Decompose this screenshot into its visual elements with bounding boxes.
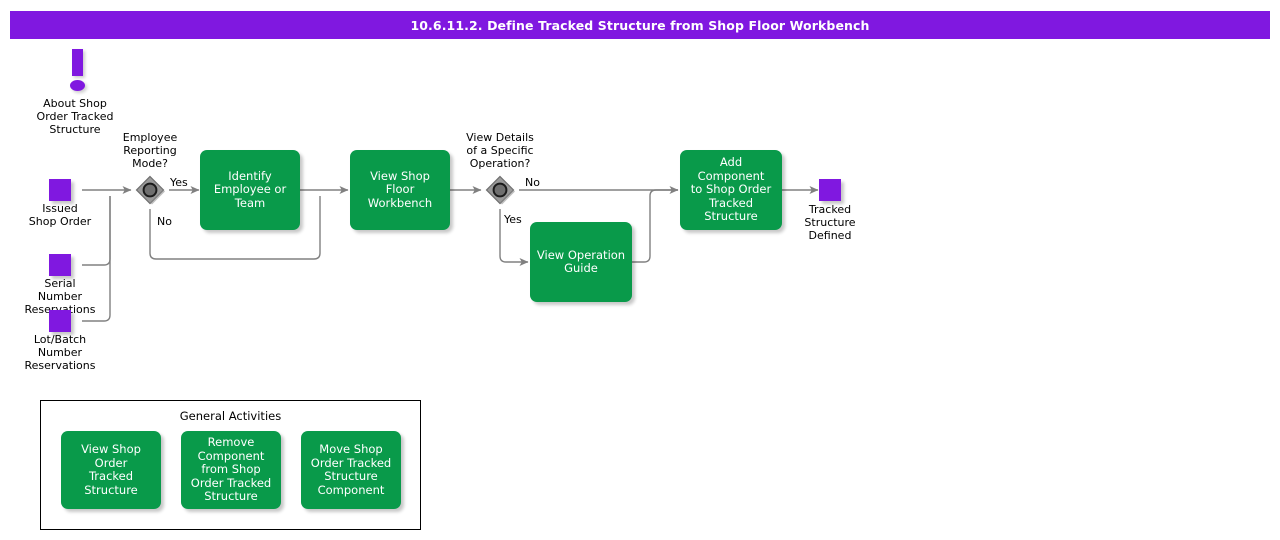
general-activity-view-shop-order-tracked-structure-label: View Shop Order Tracked Structure (81, 442, 141, 497)
activity-identify-employee-or-team-label: Identify Employee or Team (213, 168, 287, 210)
decision-view-details-of-a-specific-operation[interactable] (483, 173, 517, 207)
data-label-serial-number-reservations: Serial Number Reservations (0, 277, 120, 316)
page-title: 10.6.11.2. Define Tracked Structure from… (410, 17, 870, 33)
info-note-label-line1: About Shop (43, 97, 107, 110)
serial-number-reservations-line2: Number (37, 290, 83, 303)
lot-batch-number-reservations-line1: Lot/Batch (33, 333, 87, 346)
activity-view-shop-floor-workbench[interactable]: View Shop Floor Workbench (350, 150, 450, 230)
serial-number-reservations-line1: Serial (44, 277, 76, 290)
activity-identify-employee-or-team[interactable]: Identify Employee or Team (200, 150, 300, 230)
data-label-tracked-structure-defined: Tracked Structure Defined (770, 203, 890, 242)
activity-view-shop-floor-workbench-label: View Shop Floor Workbench (367, 168, 433, 210)
data-node-issued-shop-order[interactable] (49, 179, 71, 201)
tracked-structure-defined-line1: Tracked (808, 203, 852, 216)
employee-reporting-mode-line1: Employee (122, 131, 178, 144)
lot-batch-number-reservations-line2: Number (37, 346, 83, 359)
issued-shop-order-line2: Shop Order (28, 215, 92, 228)
view-details-line3: Operation? (469, 157, 531, 170)
general-activity-remove-component-label: Remove Component from Shop Order Tracked… (190, 435, 272, 504)
exclamation-dot (70, 80, 85, 91)
data-label-lot-batch-number-reservations: Lot/Batch Number Reservations (0, 333, 120, 372)
decision-label-view-details-of-a-specific-operation: View Details of a Specific Operation? (440, 131, 560, 170)
general-activities-title: General Activities (179, 409, 282, 423)
info-note-label-line2: Order Tracked (36, 110, 114, 123)
activity-add-component-to-shop-order-tracked-structure[interactable]: Add Component to Shop Order Tracked Stru… (680, 150, 782, 230)
general-activity-move-shop-order-tracked-structure-component[interactable]: Move Shop Order Tracked Structure Compon… (301, 431, 401, 509)
issued-shop-order-line1: Issued (42, 202, 78, 215)
data-node-serial-number-reservations[interactable] (49, 254, 71, 276)
general-activity-view-shop-order-tracked-structure[interactable]: View Shop Order Tracked Structure (61, 431, 161, 509)
info-note-label-line3: Structure (49, 123, 101, 136)
activity-add-component-label: Add Component to Shop Order Tracked Stru… (690, 155, 772, 224)
view-details-line2: of a Specific (466, 144, 534, 157)
data-label-issued-shop-order: Issued Shop Order (0, 202, 120, 228)
edge-label-employee-reporting-mode-yes: Yes (170, 176, 188, 189)
edge-label-view-details-no: No (525, 176, 540, 189)
data-node-lot-batch-number-reservations[interactable] (49, 310, 71, 332)
decision-employee-reporting-mode[interactable] (133, 173, 167, 207)
view-details-line1: View Details (466, 131, 534, 144)
activity-view-operation-guide-label: View Operation Guide (536, 247, 626, 275)
edge-label-employee-reporting-mode-no: No (157, 215, 172, 228)
employee-reporting-mode-line3: Mode? (132, 157, 168, 170)
decision-label-employee-reporting-mode: Employee Reporting Mode? (90, 131, 210, 170)
employee-reporting-mode-line2: Reporting (123, 144, 177, 157)
serial-number-reservations-line3: Reservations (0, 303, 120, 316)
general-activity-remove-component-from-shop-order-tracked-structure[interactable]: Remove Component from Shop Order Tracked… (181, 431, 281, 509)
data-node-tracked-structure-defined[interactable] (819, 179, 841, 201)
exclamation-bar (72, 49, 83, 76)
general-activities-panel: General Activities View Shop Order Track… (40, 400, 421, 530)
exclamation-icon (66, 49, 90, 93)
edge-label-view-details-yes: Yes (504, 213, 522, 226)
general-activity-move-shop-order-tracked-structure-component-label: Move Shop Order Tracked Structure Compon… (310, 442, 392, 497)
tracked-structure-defined-line2: Structure (804, 216, 856, 229)
page-title-bar: 10.6.11.2. Define Tracked Structure from… (10, 11, 1270, 39)
info-note-label: About Shop Order Tracked Structure (10, 97, 140, 136)
tracked-structure-defined-line3: Defined (808, 229, 852, 242)
lot-batch-number-reservations-line3: Reservations (24, 359, 96, 372)
activity-view-operation-guide[interactable]: View Operation Guide (530, 222, 632, 302)
